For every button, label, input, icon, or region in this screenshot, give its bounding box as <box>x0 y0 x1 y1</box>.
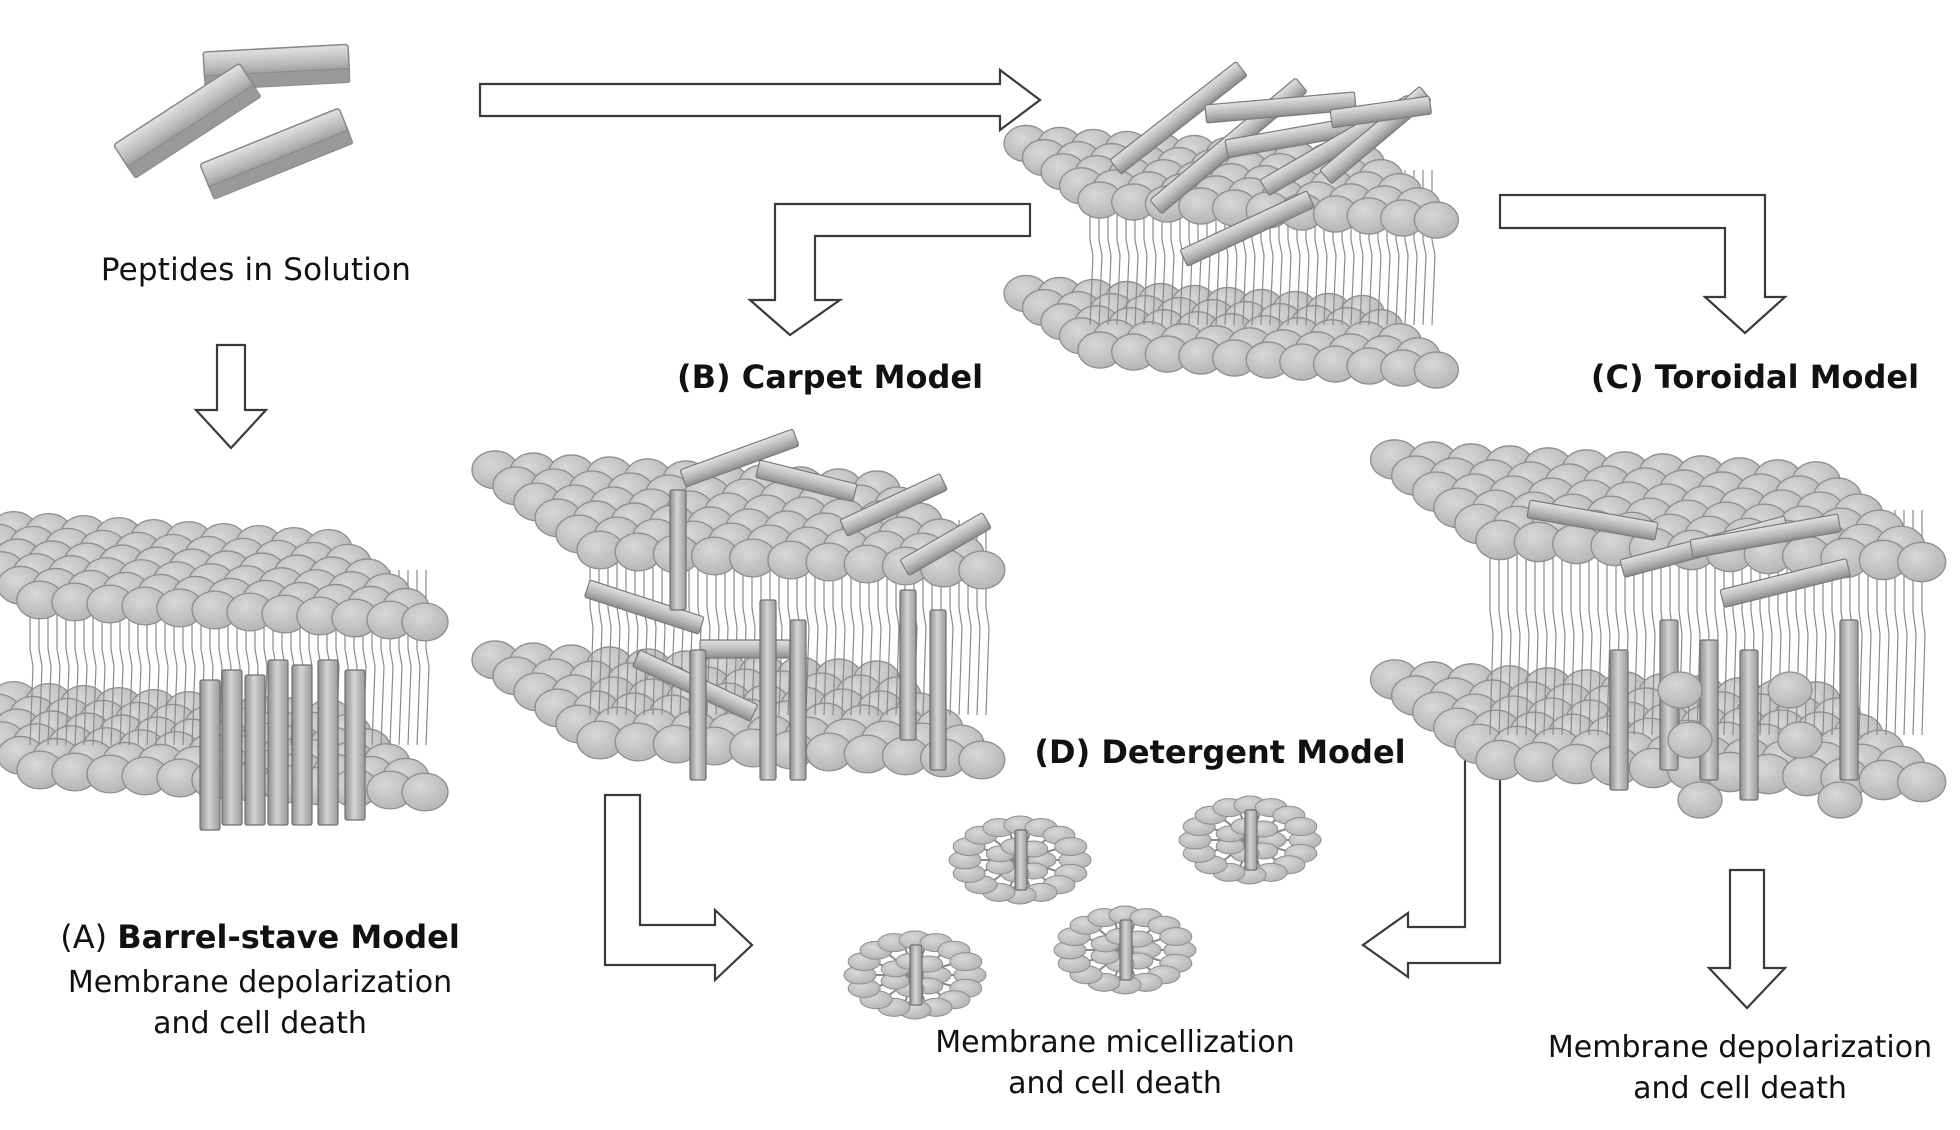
toroidal-outcome-line-2: and cell death <box>1633 1071 1847 1106</box>
arrow-to-barrel <box>193 343 269 450</box>
micelle-outcome-line-1: Membrane micellization <box>935 1025 1295 1060</box>
micelle-4 <box>843 930 987 1020</box>
label-detergent-model: (D) Detergent Model <box>1034 733 1406 771</box>
toroidal-membrane <box>1369 439 1947 819</box>
label-peptides-in-solution: Peptides in Solution <box>100 252 412 288</box>
arrow-to-toroidal <box>1498 193 1788 335</box>
arrow-toroidal-to-detergent <box>1361 748 1502 980</box>
arrow-to-adsorbed <box>478 67 1042 133</box>
label-carpet-model: (B) Carpet Model <box>676 358 984 396</box>
adsorbed-membrane <box>1003 61 1460 389</box>
arrow-toroidal-outcome <box>1706 868 1788 1010</box>
barrel-outcome-line-2: and cell death <box>153 1006 367 1041</box>
toroidal-outcome-line-1: Membrane depolarization <box>1547 1030 1933 1065</box>
free-peptides <box>113 43 354 200</box>
carpet-membrane <box>471 428 1006 781</box>
micelle-3 <box>1053 905 1197 995</box>
label-toroidal-model: (C) Toroidal Model <box>1590 358 1920 396</box>
barrel-outcome-line-1: Membrane depolarization <box>67 965 453 1000</box>
micelle-1 <box>948 815 1092 905</box>
micelle-2 <box>1178 795 1322 885</box>
arrow-carpet-to-detergent <box>603 793 754 983</box>
label-barrel-prefix: (A) <box>60 918 108 956</box>
arrow-to-carpet <box>747 202 1032 337</box>
label-barrel-stave-model: (A) Barrel-stave Model <box>40 918 480 956</box>
label-barrel-name: Barrel-stave Model <box>117 918 460 956</box>
micelle-outcome-line-2: and cell death <box>1008 1066 1222 1101</box>
barrel-stave-membrane <box>0 510 449 831</box>
